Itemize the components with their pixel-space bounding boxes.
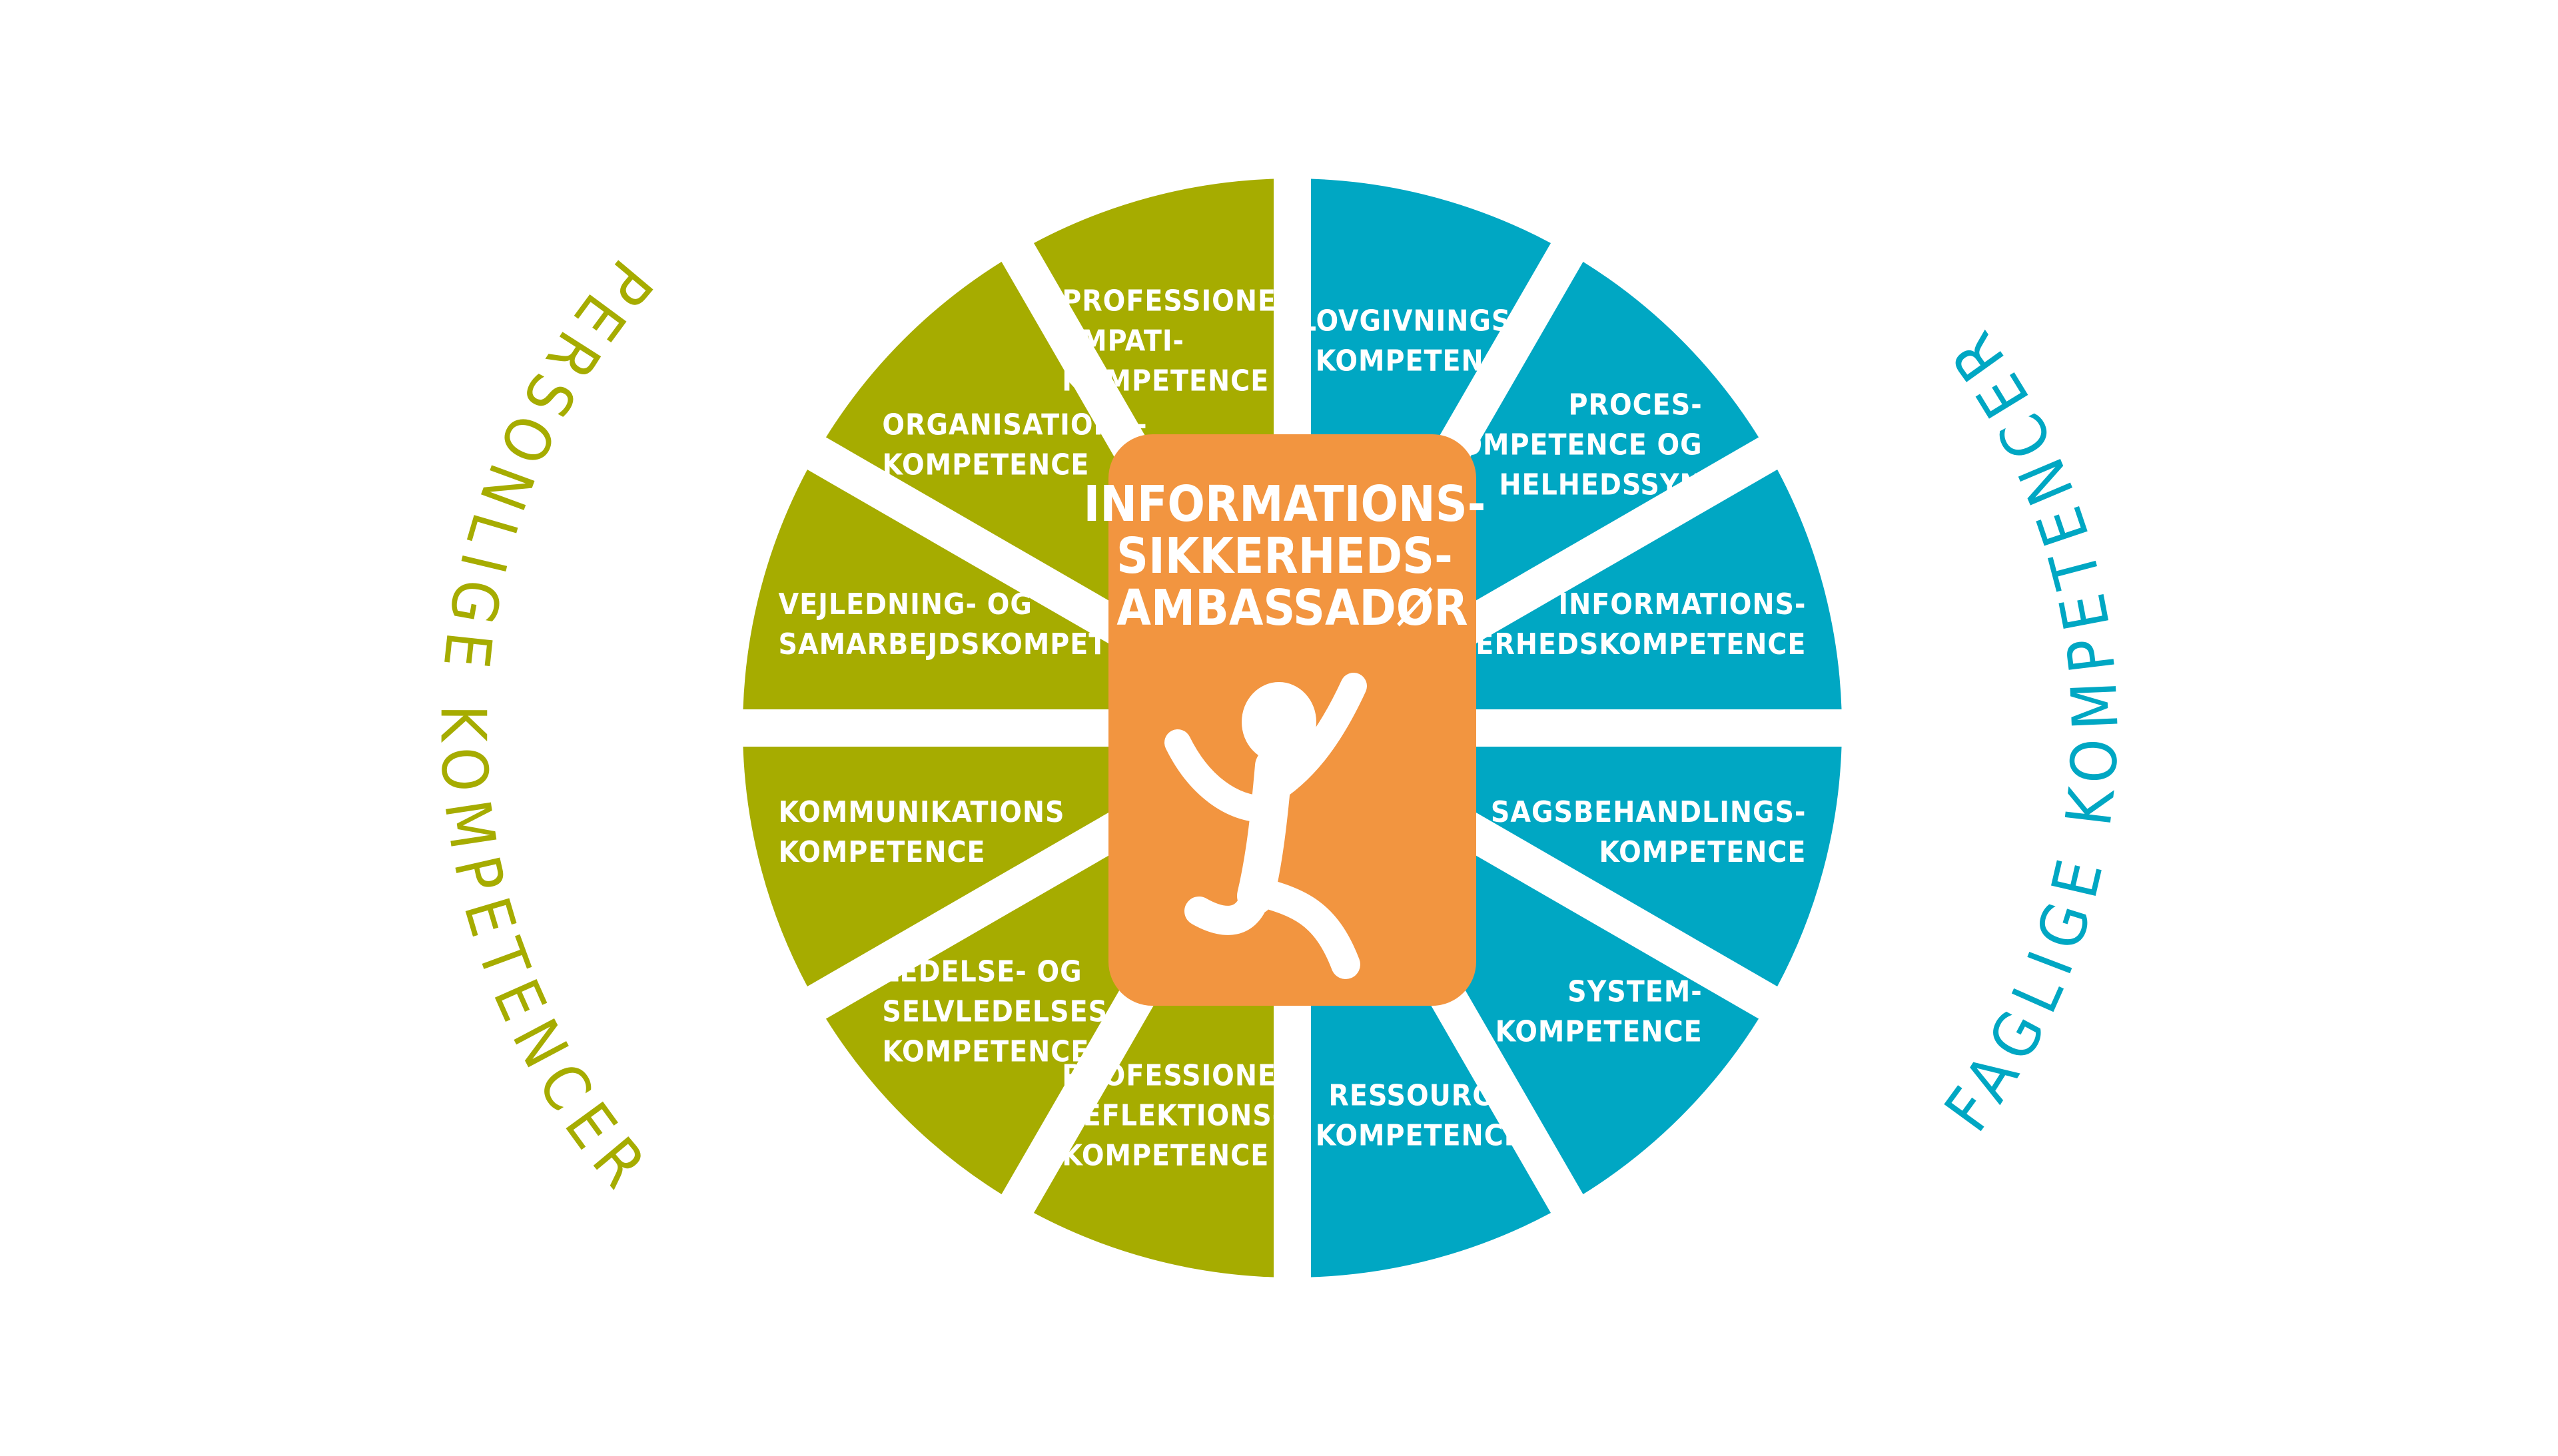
segment-label-line: LOVGIVNINGS- bbox=[1300, 304, 1523, 338]
segment-label-line: PROCES- bbox=[1568, 388, 1702, 422]
segment-label-line: KOMPETENCE bbox=[882, 448, 1089, 482]
segment-label-professionel-empati: PROFESSIONEL EMPATI- KOMPETENCE bbox=[1062, 284, 1294, 398]
segment-label-line: SYSTEM- bbox=[1567, 975, 1703, 1009]
segment-label-line: KOMPETENCE bbox=[1599, 835, 1806, 869]
segment-label-line: KOMPETENCE bbox=[1316, 344, 1523, 378]
segment-label-line: KOMPETENCE bbox=[882, 1035, 1089, 1069]
center-title-line: AMBASSADØR bbox=[1116, 579, 1468, 637]
segment-sagsbehandling bbox=[1362, 747, 1842, 987]
segment-label-lovgivning: LOVGIVNINGS- KOMPETENCE bbox=[1300, 304, 1523, 378]
segment-label-line: LEDELSE- OG bbox=[882, 955, 1082, 989]
personal-competences-title-text: PERSONLIGE KOMPETENCER bbox=[426, 246, 655, 1209]
professional-competences-title-text: FAGLIGE KOMPETENCER bbox=[1931, 310, 2122, 1144]
segment-label-line: PROFESSIONEL bbox=[1062, 284, 1294, 318]
segment-label-ressource: RESSOURCE- KOMPETENCE bbox=[1316, 1078, 1523, 1152]
segment-label-kommunikation: KOMMUNIKATIONS KOMPETENCE bbox=[779, 795, 1065, 869]
segment-label-line: KOMMUNIKATIONS bbox=[779, 795, 1065, 829]
segment-label-line: HELHEDSSYN bbox=[1499, 468, 1702, 502]
center-title: INFORMATIONS- SIKKERHEDS- AMBASSADØR bbox=[1083, 476, 1501, 637]
segment-label-line: SELVLEDELSES- bbox=[882, 995, 1119, 1029]
center-title-line: INFORMATIONS- bbox=[1083, 476, 1486, 533]
segment-label-line: ORGANISATIONS- bbox=[882, 408, 1147, 442]
personal-competences-title: PERSONLIGE KOMPETENCER bbox=[426, 246, 665, 1209]
jumping-person-icon bbox=[1164, 673, 1367, 979]
segment-label-line: KOMPETENCE bbox=[1062, 364, 1269, 398]
segment-label-line: KOMPETENCE OG bbox=[1440, 428, 1703, 462]
segment-kommunikation bbox=[743, 747, 1223, 987]
segment-label-line: KOMPETENCE bbox=[779, 835, 986, 869]
segment-label-line: KOMPETENCE bbox=[1062, 1138, 1269, 1172]
segment-label-organisation: ORGANISATIONS- KOMPETENCE bbox=[882, 408, 1147, 482]
center-title-line: SIKKERHEDS- bbox=[1116, 528, 1453, 585]
segment-label-line: SAGSBEHANDLINGS- bbox=[1491, 795, 1807, 829]
segment-label-line: INFORMATIONS- bbox=[1558, 587, 1806, 621]
segment-vejledning bbox=[743, 469, 1223, 709]
segment-label-line: VEJLEDNING- OG bbox=[779, 587, 1033, 621]
segment-label-ledelse: LEDELSE- OG SELVLEDELSES- KOMPETENCE bbox=[882, 955, 1119, 1069]
segment-label-system: SYSTEM- KOMPETENCE bbox=[1495, 975, 1703, 1049]
segment-label-line: REFLEKTIONS- bbox=[1062, 1098, 1284, 1132]
professional-competences-title: FAGLIGE KOMPETENCER bbox=[1931, 310, 2133, 1144]
segment-label-proces: PROCES- KOMPETENCE OG HELHEDSSYN bbox=[1440, 388, 1703, 502]
segment-informationssikkerhed bbox=[1362, 469, 1842, 709]
segment-label-line: PROFESSIONEL bbox=[1062, 1058, 1294, 1092]
segment-label-line: RESSOURCE- bbox=[1328, 1078, 1522, 1112]
center-box: INFORMATIONS- SIKKERHEDS- AMBASSADØR bbox=[1083, 434, 1501, 1006]
segment-label-line: KOMPETENCE bbox=[1495, 1015, 1703, 1049]
segment-label-line: KOMPETENCE bbox=[1316, 1118, 1523, 1152]
segment-label-professionel-refleksion: PROFESSIONEL REFLEKTIONS- KOMPETENCE bbox=[1062, 1058, 1294, 1172]
segment-label-line: EMPATI- bbox=[1062, 324, 1184, 358]
segment-label-sagsbehandling: SAGSBEHANDLINGS- KOMPETENCE bbox=[1491, 795, 1807, 869]
